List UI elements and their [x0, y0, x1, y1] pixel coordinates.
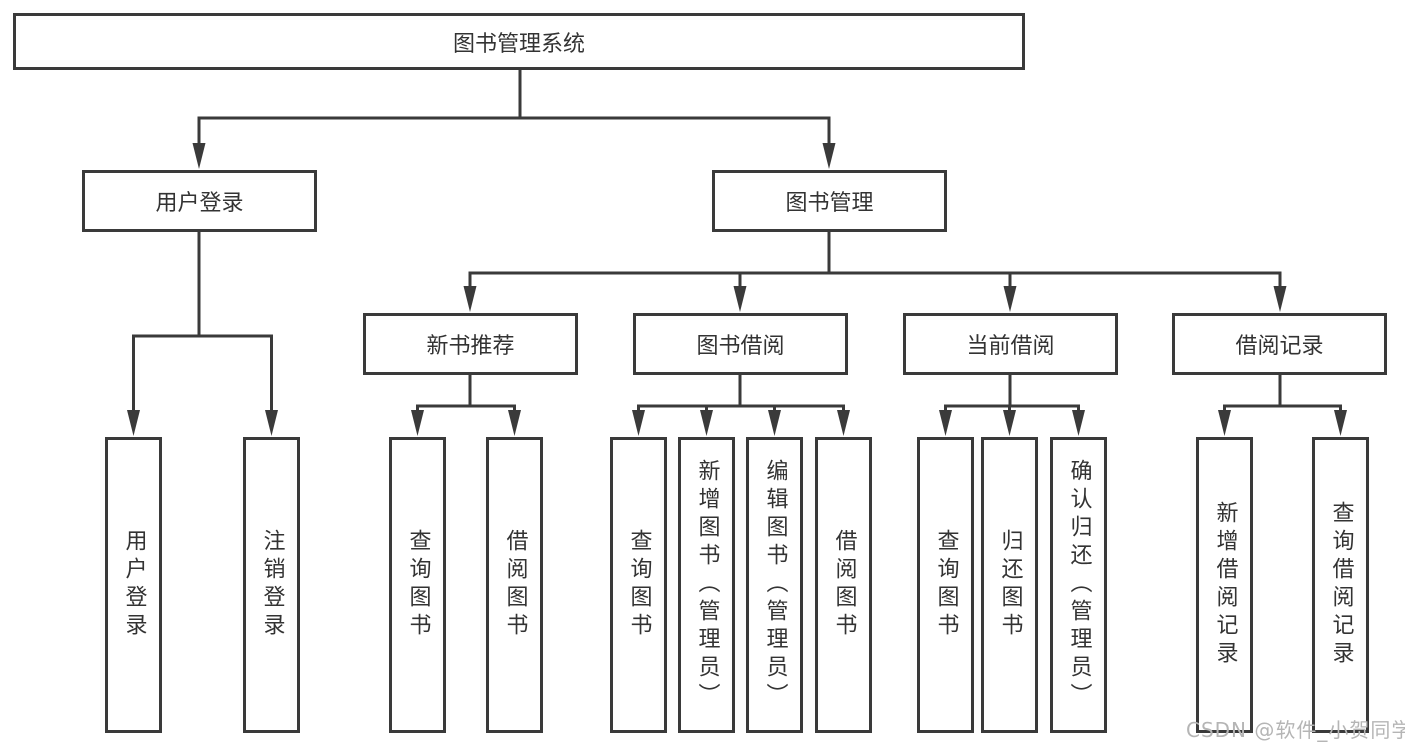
node-leaf-user-login: 用户登录	[105, 437, 162, 733]
node-book-borrow: 图书借阅	[633, 313, 848, 375]
node-leaf-query-books-current: 查询图书	[917, 437, 974, 733]
node-leaf-query-books-recommend: 查询图书	[389, 437, 446, 733]
node-current-borrow: 当前借阅	[903, 313, 1118, 375]
node-leaf-return-book: 归还图书	[981, 437, 1038, 733]
node-library-system: 图书管理系统	[13, 13, 1025, 70]
node-leaf-add-book-admin: 新增图书（管理员）	[678, 437, 735, 733]
node-book-management: 图书管理	[712, 170, 947, 232]
arrowheads	[127, 143, 1347, 436]
node-leaf-edit-book-admin: 编辑图书（管理员）	[746, 437, 803, 733]
node-leaf-borrow-book: 借阅图书	[815, 437, 872, 733]
node-user-login: 用户登录	[82, 170, 317, 232]
edge-book-borrow	[637, 375, 845, 419]
node-new-book-recommend: 新书推荐	[363, 313, 578, 375]
csdn-watermark: CSDN @软件_小贺同学	[1186, 718, 1405, 742]
edge-book-management	[468, 232, 1282, 296]
node-leaf-query-borrow-record: 查询借阅记录	[1312, 437, 1369, 733]
node-leaf-logout: 注销登录	[243, 437, 300, 733]
edge-borrow-records	[1223, 375, 1342, 419]
edge-user-login	[132, 232, 273, 418]
edge-root	[197, 69, 831, 152]
node-borrow-records: 借阅记录	[1172, 313, 1387, 375]
node-leaf-add-borrow-record: 新增借阅记录	[1196, 437, 1253, 733]
node-leaf-query-books-borrow: 查询图书	[610, 437, 667, 733]
node-leaf-confirm-return-admin: 确认归还（管理员）	[1050, 437, 1107, 733]
edge-new-book-recommend	[416, 375, 516, 419]
node-leaf-borrow-books-recommend: 借阅图书	[486, 437, 543, 733]
